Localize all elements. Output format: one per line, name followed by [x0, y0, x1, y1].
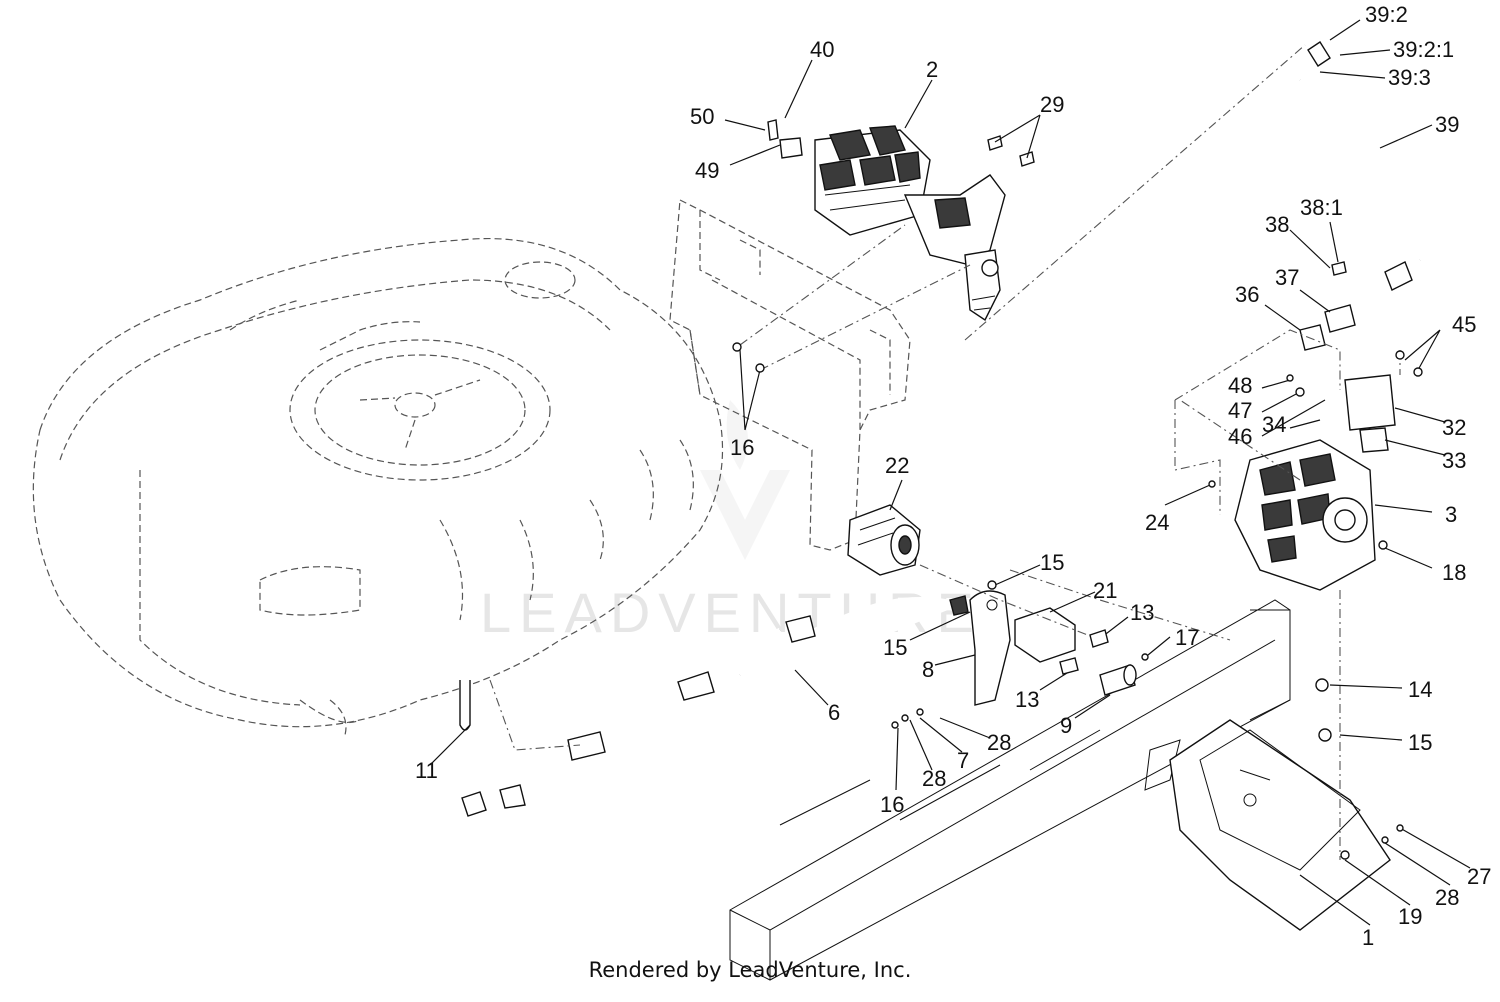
spacer-part-9	[1099, 664, 1137, 696]
callout-34: 34	[1262, 412, 1286, 437]
callout-21: 21	[1093, 578, 1117, 603]
callout-7: 7	[957, 748, 969, 773]
callout-11: 11	[415, 758, 438, 783]
callout-28-right: 28	[1435, 885, 1459, 910]
callout-14: 14	[1408, 677, 1432, 702]
callout-1: 1	[1362, 925, 1374, 950]
skid-plate-part-1	[1169, 719, 1391, 931]
callout-3: 3	[1445, 502, 1457, 527]
frame-rail	[729, 599, 1291, 981]
callout-9: 9	[1060, 713, 1072, 738]
callout-29: 29	[1040, 92, 1064, 117]
callout-39: 39	[1435, 112, 1459, 137]
callout-40: 40	[810, 37, 834, 62]
callout-33: 33	[1442, 448, 1466, 473]
callout-32: 32	[1442, 415, 1466, 440]
frame-outline	[669, 199, 911, 551]
mount-block-part-21	[1014, 607, 1076, 663]
screws-part-29	[987, 135, 1035, 167]
callout-39-2-1: 39:2:1	[1393, 37, 1454, 62]
callout-6: 6	[828, 700, 840, 725]
callout-37: 37	[1275, 265, 1299, 290]
callout-28-mid: 28	[987, 730, 1011, 755]
callout-labels: 39:2 39:2:1 39:3 39 40 2 29 50 49 38:1 3…	[415, 2, 1491, 950]
callout-36: 36	[1235, 282, 1259, 307]
fitting-assembly-36-38	[1299, 261, 1356, 351]
callout-8: 8	[922, 657, 934, 682]
callout-22: 22	[885, 453, 909, 478]
pump-part-3	[1234, 439, 1376, 591]
callout-39-2: 39:2	[1365, 2, 1408, 27]
render-credit: Rendered by LeadVenture, Inc.	[588, 958, 912, 982]
bracket-part-33	[1359, 427, 1389, 453]
callout-15-bottom: 15	[1408, 730, 1432, 755]
callout-13-right: 13	[1130, 600, 1154, 625]
bracket-part-32	[1344, 374, 1396, 431]
callout-16-upper: 16	[730, 435, 754, 460]
callout-2: 2	[926, 57, 938, 82]
hose-assembly-part-6	[461, 595, 969, 817]
leader-lines	[429, 19, 1471, 926]
callout-15-top: 15	[1040, 550, 1064, 575]
hardware-fasteners	[732, 342, 1423, 860]
callout-39-3: 39:3	[1388, 65, 1431, 90]
assembly-lines	[489, 44, 1401, 860]
callout-13-left: 13	[1015, 687, 1039, 712]
callout-49: 49	[695, 158, 719, 183]
motor-part-22	[847, 504, 921, 576]
callout-16-lower: 16	[880, 792, 904, 817]
hanger-part-11	[459, 680, 471, 731]
valve-manifold-part-2	[767, 119, 1006, 322]
hose-part-39	[1294, 41, 1431, 291]
watermark-logo	[700, 400, 790, 560]
callout-47: 47	[1228, 398, 1252, 423]
tank-outline	[32, 237, 724, 736]
callout-48: 48	[1228, 373, 1252, 398]
callout-18: 18	[1442, 560, 1466, 585]
callout-19: 19	[1398, 904, 1422, 929]
callout-15-left: 15	[883, 635, 907, 660]
callout-46: 46	[1228, 424, 1252, 449]
callout-28-low: 28	[922, 766, 946, 791]
mount-bracket-part-8	[969, 590, 1011, 706]
callout-24: 24	[1145, 510, 1169, 535]
callout-27: 27	[1467, 864, 1491, 889]
callout-45: 45	[1452, 312, 1476, 337]
callout-38: 38	[1265, 212, 1289, 237]
callout-38-1: 38:1	[1300, 195, 1343, 220]
callout-50: 50	[690, 104, 714, 129]
callout-17: 17	[1175, 625, 1199, 650]
